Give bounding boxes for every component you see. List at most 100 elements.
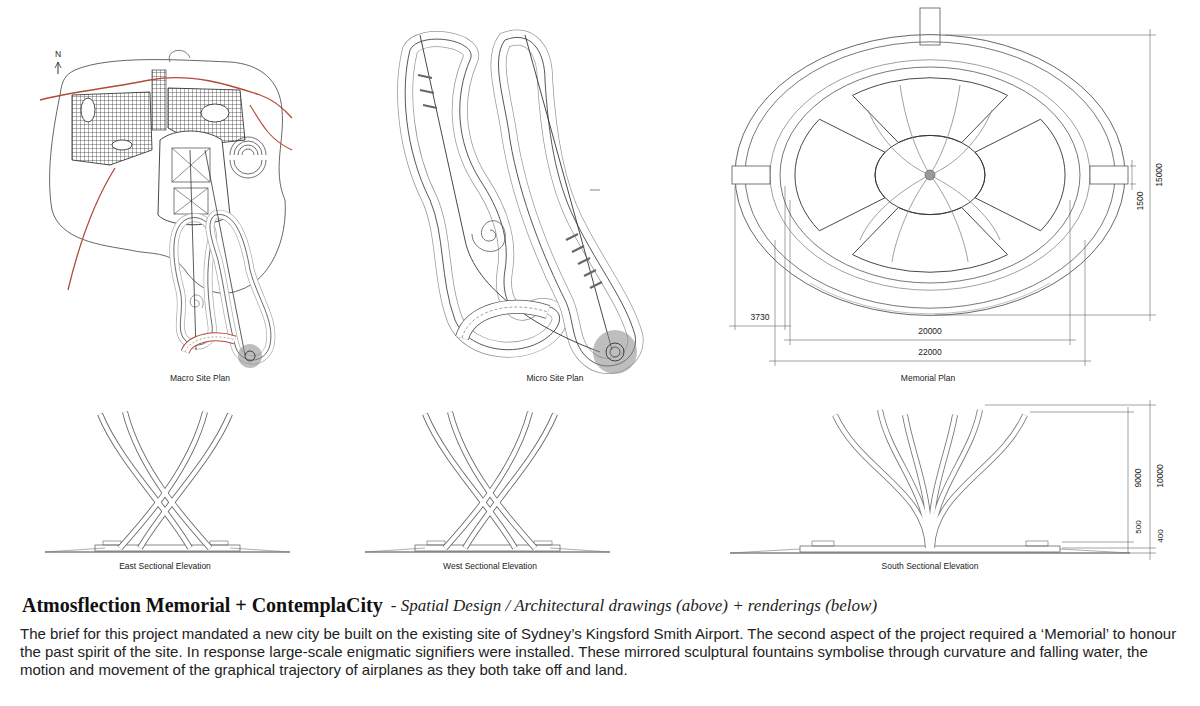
micro-site-plan-part (606, 343, 624, 361)
east-elevation-part (100, 412, 230, 548)
micro-site-plan-part (405, 39, 559, 350)
micro-site-plan-part (462, 307, 548, 338)
memorial-plan-part-part (1150, 29, 1151, 321)
dimension: 9000 (1134, 469, 1143, 488)
memorial-plan-part (1090, 166, 1128, 184)
memorial-plan-part (732, 166, 770, 184)
east-elevation-part (100, 412, 230, 548)
memorial-plan-part-part (975, 119, 1065, 231)
macro-site-plan-part (185, 337, 235, 352)
sheet-caption: The brief for this project mandated a ne… (20, 625, 1188, 679)
memorial-plan-part-part (784, 340, 1076, 341)
north-arrow-label: N (55, 50, 61, 59)
macro-site-plan-part (112, 140, 132, 150)
memorial-plan (729, 8, 1156, 366)
memorial-plan-part-part (795, 119, 885, 231)
drawing-title: South Sectional Elevation (882, 562, 979, 571)
south-elevation (730, 400, 1156, 560)
micro-site-plan-part (499, 37, 636, 366)
macro-site-plan-part (174, 218, 213, 345)
macro-site-plan-part (169, 50, 190, 62)
micro-site-plan-part (472, 221, 505, 252)
macro-site-plan-part (81, 98, 95, 122)
macro-site-plan-part (245, 351, 255, 361)
memorial-plan-part-part (930, 175, 1000, 240)
drawing-title: West Sectional Elevation (443, 562, 537, 571)
macro-site-plan-part (185, 337, 235, 352)
memorial-plan-part (925, 170, 935, 180)
south-elevation-part (835, 410, 1025, 548)
south-elevation-part (835, 410, 1025, 548)
memorial-plan-part-part (1130, 184, 1136, 185)
micro-site-plan-part (418, 75, 602, 288)
memorial-plan-part-part (1085, 240, 1086, 366)
dimension: 15000 (1155, 163, 1164, 187)
dimension: 500 (1135, 520, 1144, 533)
macro-site-plan-part (190, 295, 203, 308)
macro-site-plan-part (250, 105, 292, 150)
memorial-plan-part-part (930, 85, 960, 175)
macro-site-plan-part (55, 62, 61, 68)
east-elevation (45, 412, 290, 552)
micro-site-plan-part (593, 330, 637, 374)
memorial-plan-part-part (1132, 160, 1133, 190)
west-elevation (365, 412, 610, 552)
drawing-title: East Sectional Elevation (119, 562, 211, 571)
memorial-plan-part-part (945, 35, 1156, 36)
macro-site-plan-part (68, 168, 115, 290)
memorial-plan-part-part (745, 42, 1115, 308)
memorial-plan-part-part (735, 186, 736, 330)
drawing-title: Macro Site Plan (170, 374, 230, 383)
micro-site-plan-part (405, 39, 559, 350)
macro-site-plan-part (201, 104, 229, 122)
dimension: 10000 (1156, 464, 1165, 488)
memorial-plan-part-part (1070, 200, 1071, 345)
macro-site-plan (40, 50, 292, 368)
macro-site-plan-part (174, 218, 213, 345)
memorial-plan-part-part (930, 110, 992, 175)
south-elevation-part (730, 549, 800, 553)
micro-site-plan (405, 35, 637, 374)
dimension: 1500 (1136, 192, 1145, 211)
memorial-plan-part-part (853, 78, 1008, 143)
dimension: 22000 (918, 348, 942, 357)
south-elevation-part-part (1130, 553, 1156, 554)
micro-site-plan-part (462, 307, 548, 338)
memorial-plan-part-part (770, 60, 1090, 290)
west-elevation-part (365, 541, 610, 552)
micro-site-plan-part (405, 39, 559, 350)
sheet-title: Atmosflection Memorial + ContemplaCity (22, 594, 383, 616)
south-elevation-part-part (985, 405, 1156, 406)
macro-site-plan-part (174, 218, 213, 345)
south-elevation-part (1026, 541, 1048, 546)
macro-site-plan-part (72, 92, 152, 165)
memorial-plan-part-part (769, 361, 1091, 362)
macro-site-plan-part (185, 337, 235, 352)
south-elevation-part-part (1128, 407, 1129, 553)
memorial-plan-part-part (853, 207, 1008, 272)
south-elevation-part (812, 541, 834, 546)
micro-site-plan-part (462, 307, 548, 338)
east-elevation-part (45, 541, 290, 552)
west-elevation-part (425, 412, 555, 548)
memorial-plan-part-part (810, 283, 1050, 314)
macro-site-plan-part (230, 137, 266, 155)
memorial-plan-part-part (935, 315, 1156, 316)
memorial-plan-part (735, 35, 1125, 316)
south-elevation-part-part (1062, 548, 1156, 549)
sheet-subtitle: - Spatial Design / Architectural drawing… (391, 597, 877, 616)
memorial-plan-part-part (868, 110, 930, 175)
memorial-plan-part (920, 8, 940, 45)
south-elevation-part (730, 553, 1130, 554)
macro-site-plan-part (205, 150, 245, 355)
dimension: 20000 (918, 327, 942, 336)
memorial-plan-part-part (775, 240, 776, 366)
memorial-plan-part-part (735, 35, 1125, 316)
drawing-title: Memorial Plan (901, 374, 955, 383)
memorial-plan-part-part (860, 175, 930, 240)
memorial-plan-part-part (790, 200, 791, 345)
memorial-plan-part-part (892, 175, 930, 262)
micro-site-plan-part (499, 37, 636, 366)
macro-site-plan-part (190, 150, 196, 350)
micro-site-plan-part (590, 190, 600, 191)
